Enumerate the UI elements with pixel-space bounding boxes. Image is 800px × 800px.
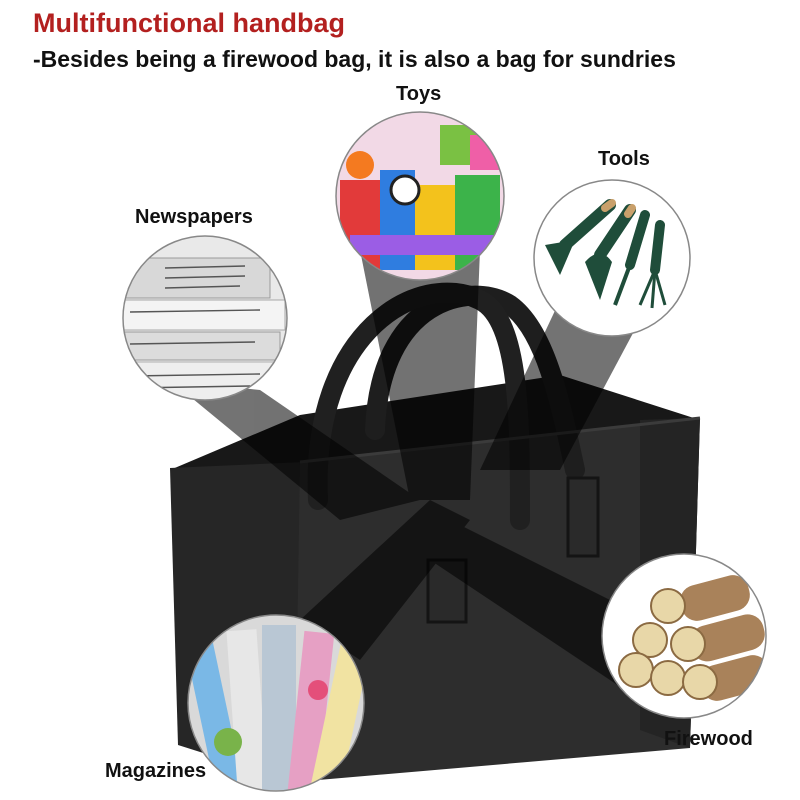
magazines-photo: [188, 615, 364, 791]
label-newspapers: Newspapers: [135, 206, 253, 228]
projection-cones: [170, 250, 640, 700]
label-toys: Toys: [396, 83, 442, 105]
toys-photo: [336, 112, 504, 280]
handle-tab-right: [566, 476, 600, 558]
garden-tools-photo: [534, 180, 690, 336]
firewood-photo: [602, 554, 766, 718]
page-subtitle: -Besides being a firewood bag, it is als…: [33, 46, 676, 72]
label-magazines: Magazines: [105, 760, 207, 782]
page-title: Multifunctional handbag: [33, 8, 345, 38]
newspapers-photo: [123, 236, 287, 400]
label-firewood: Firewood: [664, 728, 753, 750]
label-tools: Tools: [598, 148, 650, 170]
